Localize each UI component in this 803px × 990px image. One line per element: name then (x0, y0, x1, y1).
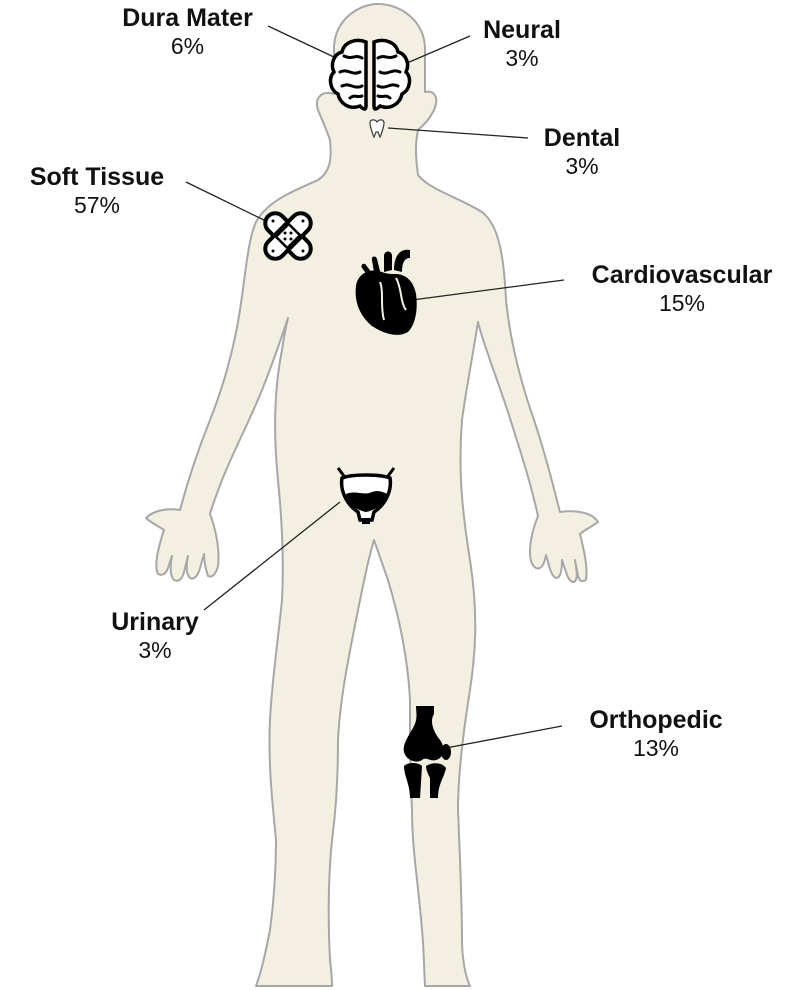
label-name: Soft Tissue (6, 163, 188, 192)
label-percentage: 15% (566, 290, 798, 316)
label-name: Orthopedic (562, 706, 750, 735)
label-percentage: 3% (468, 45, 576, 71)
label-name: Dura Mater (105, 4, 270, 33)
label-percentage: 57% (6, 192, 188, 218)
label-cardiovascular: Cardiovascular 15% (566, 261, 798, 316)
label-orthopedic: Orthopedic 13% (562, 706, 750, 761)
label-percentage: 13% (562, 735, 750, 761)
leader-line-soft-tissue (186, 182, 272, 224)
label-neural: Neural 3% (468, 16, 576, 71)
label-percentage: 3% (526, 153, 638, 179)
label-percentage: 6% (105, 33, 270, 59)
label-name: Dental (526, 124, 638, 153)
label-percentage: 3% (96, 637, 214, 663)
leader-line-dura-mater (268, 26, 336, 58)
label-urinary: Urinary 3% (96, 608, 214, 663)
label-name: Urinary (96, 608, 214, 637)
label-name: Neural (468, 16, 576, 45)
label-dental: Dental 3% (526, 124, 638, 179)
label-name: Cardiovascular (566, 261, 798, 290)
label-dura-mater: Dura Mater 6% (105, 4, 270, 59)
label-soft-tissue: Soft Tissue 57% (6, 163, 188, 218)
